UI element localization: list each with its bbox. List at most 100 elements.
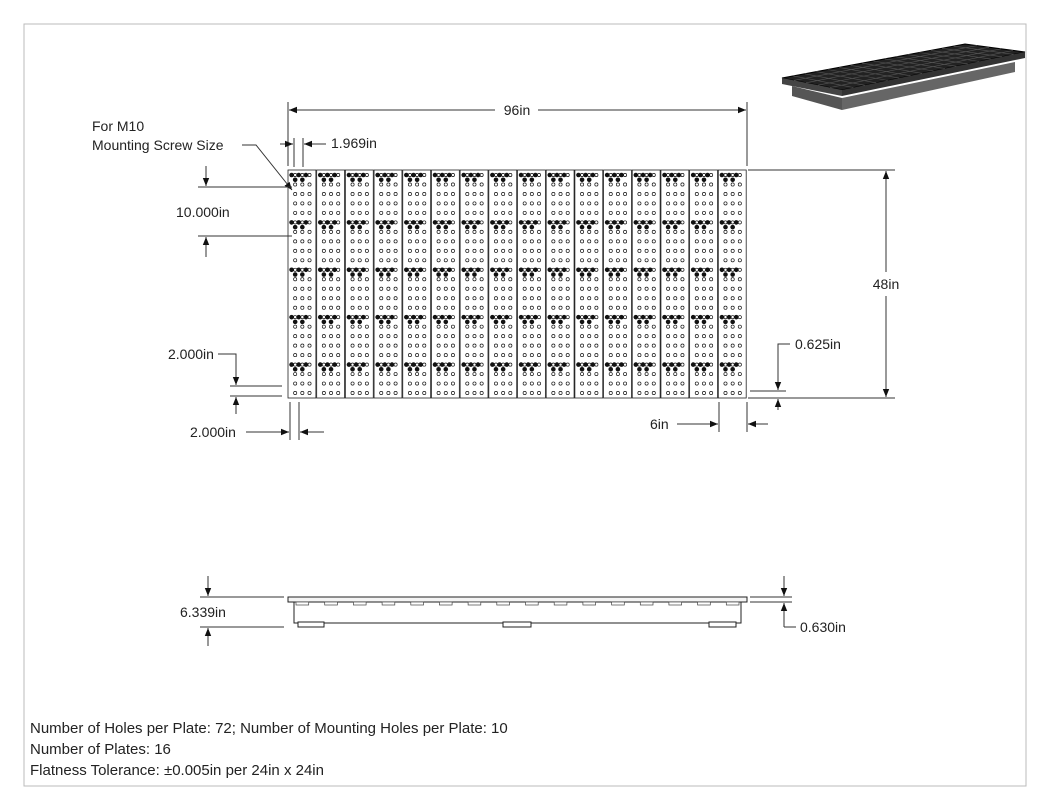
plate-hole: [357, 296, 362, 301]
mounting-hole: [443, 319, 449, 325]
plate-hole: [386, 305, 391, 310]
plate-hole: [415, 362, 420, 367]
plate-hole: [594, 220, 599, 225]
mounting-hole: [328, 367, 334, 372]
plate-hole: [436, 324, 441, 329]
plate-hole: [508, 182, 513, 187]
plate-hole: [651, 381, 656, 386]
plate-hole: [407, 372, 412, 376]
mounting-hole: [518, 267, 524, 273]
plate-hole: [472, 334, 477, 339]
plate-hole: [637, 229, 642, 234]
sheet-border: [23, 23, 1027, 787]
plate-hole: [587, 239, 592, 244]
mounting-hole: [303, 220, 309, 225]
plate-hole: [350, 324, 355, 329]
plate-hole: [321, 220, 326, 225]
mounting-hole: [504, 362, 510, 367]
mounting-hole: [608, 272, 614, 277]
plate-hole: [336, 372, 341, 376]
mounting-hole: [468, 362, 474, 367]
plate-hole: [393, 229, 398, 234]
plate-hole: [300, 182, 305, 187]
plate-hole: [364, 182, 369, 187]
mounting-hole: [447, 267, 452, 273]
plate-hole: [537, 229, 541, 234]
mounting-hole: [608, 177, 614, 183]
plate-hole: [565, 372, 570, 376]
plate-hole: [329, 248, 333, 253]
mounting-hole: [590, 362, 596, 367]
plate-hole: [723, 362, 728, 367]
mounting-hole: [350, 319, 355, 325]
mounting-hole: [665, 367, 671, 372]
mounting-hole: [551, 272, 556, 277]
plate-hole: [465, 305, 470, 310]
mounting-hole: [296, 362, 302, 367]
plate-hole: [379, 220, 384, 225]
plate-hole: [407, 201, 412, 206]
mounting-hole: [698, 267, 703, 273]
mounting-hole: [361, 362, 366, 367]
mounting-hole: [292, 367, 298, 372]
mounting-hole: [325, 314, 330, 320]
plate-hole: [393, 173, 398, 177]
mounting-hole: [321, 272, 327, 277]
plate-hole: [608, 381, 613, 386]
plate-hole: [702, 248, 706, 253]
plate-hole: [730, 315, 735, 320]
plate-hole: [415, 305, 420, 310]
plate-hole: [436, 192, 441, 196]
plate-hole: [329, 192, 333, 196]
plate-hole: [623, 391, 628, 395]
plate-hole: [709, 324, 714, 329]
mounting-hole: [561, 172, 567, 178]
plate-hole: [644, 381, 649, 386]
plate-hole: [329, 277, 333, 282]
plate-hole: [694, 210, 699, 215]
plate-hole: [529, 353, 534, 358]
plate-hole: [386, 267, 391, 272]
plate-hole: [723, 372, 728, 376]
plate-hole: [580, 305, 585, 310]
plate-hole: [393, 324, 398, 329]
plate-hole: [608, 334, 613, 339]
plate-hole: [443, 391, 448, 395]
mounting-hole: [468, 172, 474, 178]
mounting-hole: [328, 177, 334, 183]
plate-hole: [537, 239, 541, 244]
mounting-hole: [554, 220, 560, 225]
mounting-hole: [529, 224, 535, 230]
plate-hole: [623, 381, 628, 386]
plate-hole: [465, 210, 470, 215]
side-plate-segment: [410, 601, 424, 606]
plate-hole: [551, 334, 556, 339]
plate-hole: [501, 381, 506, 386]
mounting-hole: [669, 362, 674, 367]
plate-hole: [730, 381, 735, 386]
plate-hole: [565, 343, 570, 348]
plate-hole: [666, 267, 671, 272]
plate-hole: [580, 229, 585, 234]
mounting-hole: [615, 367, 621, 372]
plate-hole: [637, 182, 642, 187]
plate-hole: [680, 229, 685, 234]
mounting-hole: [619, 362, 624, 367]
plate-hole: [364, 248, 369, 253]
mounting-hole: [619, 220, 624, 225]
mounting-hole: [529, 367, 535, 372]
plate-hole: [329, 324, 333, 329]
plate-hole: [329, 267, 333, 272]
plate-hole: [336, 277, 341, 282]
mounting-hole: [529, 272, 535, 277]
plate-hole: [680, 324, 685, 329]
plate-hole: [580, 324, 585, 329]
plate-hole: [730, 182, 735, 187]
plate-hole: [494, 239, 498, 244]
plate-hole: [680, 391, 685, 395]
plate-hole: [702, 296, 706, 301]
plate-hole: [694, 229, 699, 234]
plate-hole: [307, 286, 312, 291]
mounting-hole: [382, 267, 388, 273]
mounting-hole: [382, 172, 388, 178]
